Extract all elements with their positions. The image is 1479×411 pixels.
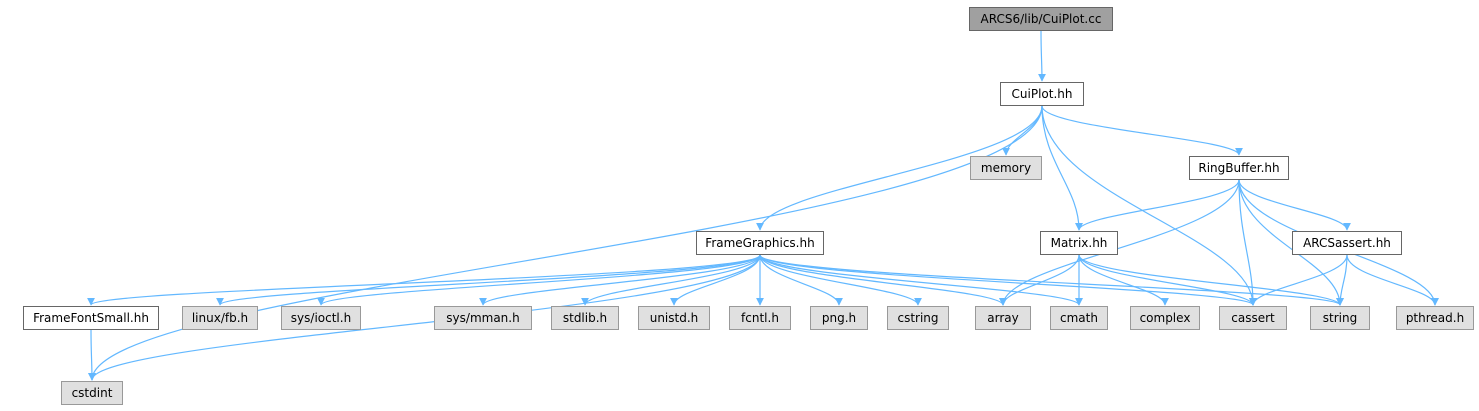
edge-matrix_hh-to-complex [1078, 254, 1169, 306]
edge-framegraphics_hh-to-sys_ioctl_h [317, 254, 761, 306]
edge-ringbuffer_hh-to-array [999, 179, 1240, 306]
node-cstring: cstring [887, 306, 949, 330]
edge-framegraphics_hh-to-png_h [759, 254, 843, 306]
edge-cuiplot_hh-to-ringbuffer_hh [1041, 105, 1243, 156]
node-unistd-h: unistd.h [638, 306, 710, 330]
node-complex: complex [1130, 306, 1200, 330]
edge-framegraphics_hh-to-sys_mman_h [479, 254, 761, 306]
node-png-h: png.h [810, 306, 868, 330]
node-sys-mman-h: sys/mman.h [434, 306, 532, 330]
edge-framefontsmall_hh-to-cstdint [87, 329, 96, 381]
node-fcntl-h: fcntl.h [729, 306, 791, 330]
edge-framegraphics_hh-to-framefontsmall_hh [87, 254, 761, 306]
node-linux-fb-h: linux/fb.h [182, 306, 258, 330]
edge-ringbuffer_hh-to-cassert [1238, 179, 1257, 306]
node-root-file: ARCS6/lib/CuiPlot.cc [969, 7, 1113, 31]
edge-framegraphics_hh-to-cassert [759, 254, 1257, 306]
edge-matrix_hh-to-array [999, 254, 1080, 306]
edge-arcsassert_hh-to-pthread_h [1346, 254, 1439, 306]
edge-framegraphics_hh-to-cstdint [88, 254, 761, 381]
node-arcsassert-hh[interactable]: ARCSassert.hh [1292, 231, 1402, 255]
edge-arcsassert_hh-to-cassert [1249, 254, 1348, 306]
edge-matrix_hh-to-string [1078, 254, 1344, 306]
edge-cuiplot_hh-to-framegraphics_hh [756, 105, 1043, 231]
edge-framegraphics_hh-to-stdlib_h [581, 254, 761, 306]
edge-cuiplot_hh-to-matrix_hh [1041, 105, 1083, 231]
node-cuiplot-hh[interactable]: CuiPlot.hh [1000, 82, 1084, 106]
edge-framegraphics_hh-to-string [759, 254, 1344, 306]
edge-cuiplot_hh-to-cassert [1041, 105, 1257, 306]
node-array: array [975, 306, 1031, 330]
edge-arcsassert_hh-to-string [1336, 254, 1348, 306]
edge-ringbuffer_hh-to-arcsassert_hh [1238, 179, 1351, 231]
edge-framegraphics_hh-to-cstring [759, 254, 922, 306]
node-string: string [1310, 306, 1370, 330]
node-framefontsmall-hh[interactable]: FrameFontSmall.hh [23, 306, 159, 330]
edge-matrix_hh-to-cassert [1078, 254, 1257, 306]
node-cstdint: cstdint [61, 381, 123, 405]
node-matrix-hh[interactable]: Matrix.hh [1040, 231, 1118, 255]
node-stdlib-h: stdlib.h [551, 306, 619, 330]
node-memory: memory [970, 156, 1042, 180]
node-pthread-h: pthread.h [1396, 306, 1474, 330]
edge-ringbuffer_hh-to-matrix_hh [1075, 179, 1240, 231]
edge-ringbuffer_hh-to-string [1238, 179, 1344, 306]
node-sys-ioctl-h: sys/ioctl.h [281, 306, 361, 330]
node-cassert: cassert [1219, 306, 1287, 330]
node-ringbuffer-hh[interactable]: RingBuffer.hh [1189, 156, 1289, 180]
edge-framegraphics_hh-to-linux_fb_h [216, 254, 761, 306]
edge-framegraphics_hh-to-cmath [759, 254, 1083, 306]
node-framegraphics-hh[interactable]: FrameGraphics.hh [696, 231, 824, 255]
edge-cuiplot_hh-to-cstdint [88, 105, 1043, 381]
node-cmath: cmath [1050, 306, 1108, 330]
edge-root-to-cuiplot_hh [1037, 30, 1046, 82]
edge-framegraphics_hh-to-array [759, 254, 1007, 306]
